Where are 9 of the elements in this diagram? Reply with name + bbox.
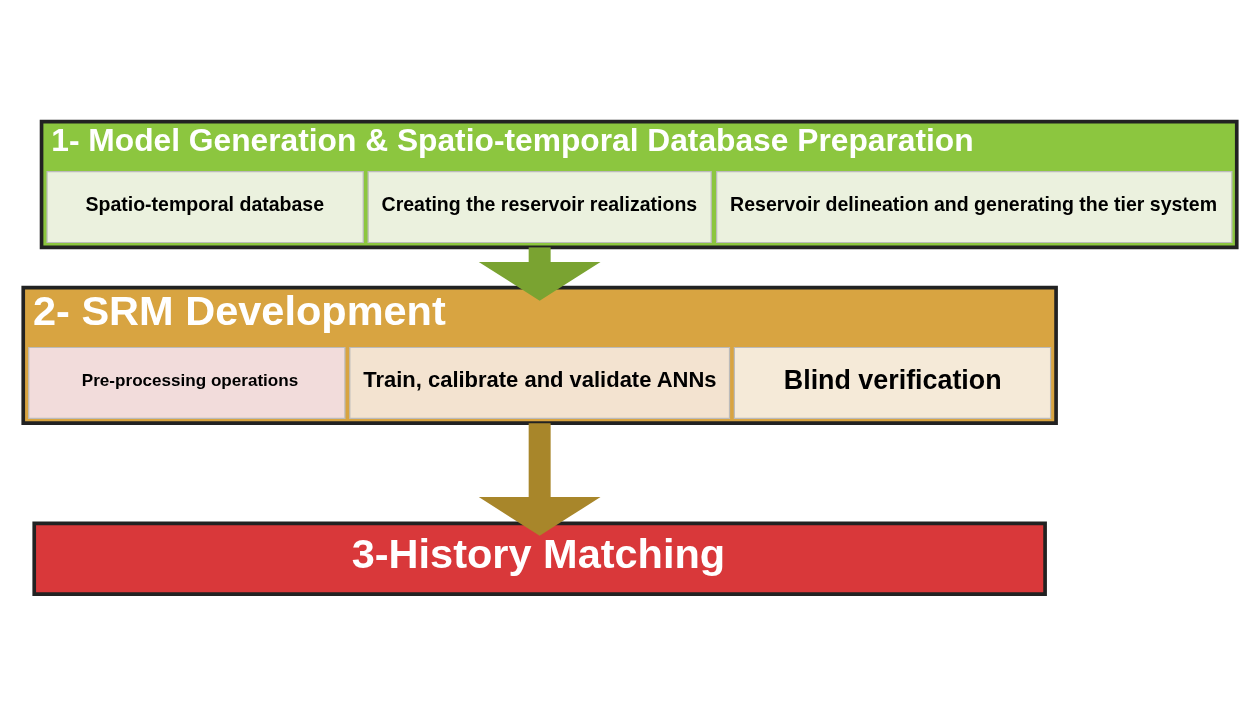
node-box: Train, calibrate and validate ANNs xyxy=(349,346,731,419)
node-box: Creating the reservoir realizations xyxy=(367,170,712,243)
arrow xyxy=(478,422,601,536)
node-box: Spatio-temporal database xyxy=(46,170,364,243)
node-box: Pre-processing operations xyxy=(28,346,346,419)
node-box: Reservoir delineation and generating the tier system xyxy=(716,170,1233,243)
node-box: Blind verification xyxy=(733,346,1052,419)
arrow xyxy=(478,246,601,301)
node-box: 3-History Matching xyxy=(32,520,1047,596)
